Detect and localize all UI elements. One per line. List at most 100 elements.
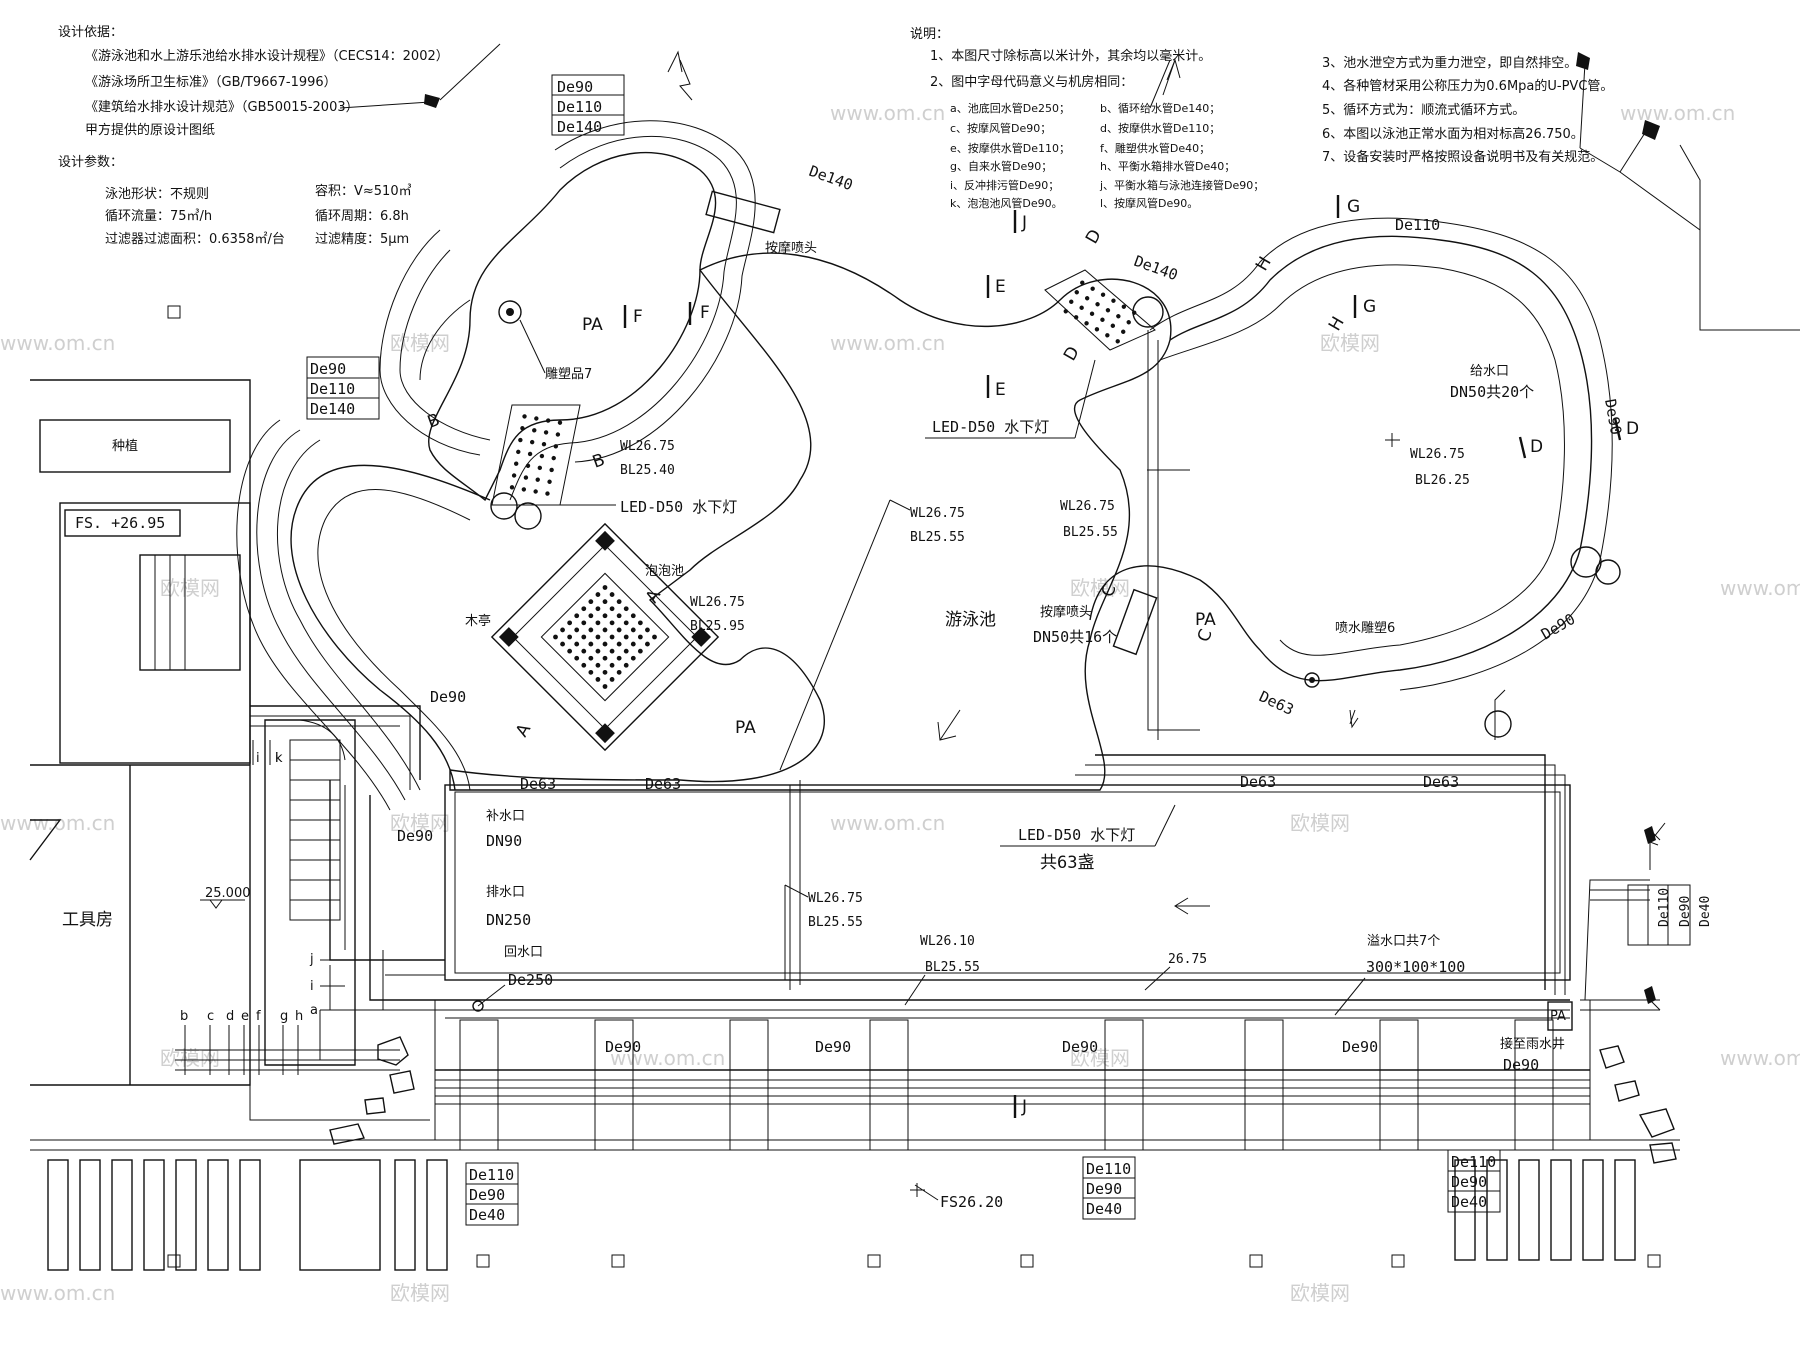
nozzle-dot bbox=[581, 634, 587, 640]
section-mark: H bbox=[1252, 253, 1276, 274]
pipe-label: De90 bbox=[1538, 610, 1578, 644]
nozzle-dot bbox=[609, 648, 615, 654]
nozzle-dot bbox=[1073, 315, 1079, 320]
design-param: 循环流量：75㎥/h bbox=[105, 209, 212, 224]
level-markers bbox=[910, 433, 1400, 1197]
wl-label: WL26.75 bbox=[808, 891, 863, 906]
section-mark: D bbox=[1626, 419, 1639, 439]
nozzle-dot bbox=[567, 620, 573, 626]
nozzle-dot bbox=[509, 485, 515, 490]
fs-level: FS. +26.95 bbox=[75, 514, 165, 532]
water-level: 26.75 bbox=[1168, 952, 1207, 967]
section-mark: E bbox=[995, 380, 1006, 400]
nozzle-dot bbox=[1095, 302, 1100, 307]
nozzle-dot bbox=[588, 655, 594, 661]
left-pool: PA 雕塑品7 bbox=[379, 120, 756, 502]
bl-label: BL25.55 bbox=[808, 915, 863, 930]
note-item: 6、本图以泳池正常水面为相对标高26.750。 bbox=[1322, 126, 1584, 142]
leader-lines bbox=[339, 43, 1800, 331]
legend-item: j、平衡水箱与泳池连接管De90； bbox=[1099, 178, 1264, 192]
pipe-label: De63 bbox=[1256, 687, 1296, 719]
section-mark: J bbox=[1021, 213, 1027, 233]
jet-cluster-2 bbox=[1044, 269, 1156, 351]
pipe-label: De63 bbox=[645, 775, 681, 793]
nozzle-dot bbox=[595, 620, 601, 626]
pipe-label: De90 bbox=[605, 1038, 641, 1056]
notes-title: 说明： bbox=[910, 27, 949, 42]
wl-label: WL26.10 bbox=[920, 934, 975, 949]
led-label: LED-D50 水下灯 bbox=[620, 498, 737, 516]
nozzle-dot bbox=[1126, 320, 1131, 325]
pipe-tag: De90 bbox=[1678, 896, 1693, 927]
nozzle-dot bbox=[1110, 323, 1116, 328]
nozzle-dot bbox=[616, 613, 622, 619]
bl-label: BL25.55 bbox=[925, 960, 980, 975]
fs-ground: FS26.20 bbox=[940, 1193, 1003, 1211]
nozzle-dot bbox=[588, 613, 594, 619]
pipe-label: De90 bbox=[430, 688, 466, 706]
bubble-pool-label: 泡泡池 bbox=[645, 564, 684, 579]
right-pool: PA 喷水雕塑6 bbox=[1089, 217, 1613, 691]
nozzle-dot bbox=[616, 599, 622, 605]
jet-dots bbox=[509, 414, 563, 496]
pipe-tag: De140 bbox=[310, 400, 355, 418]
section-mark: D bbox=[1530, 437, 1543, 457]
pipe-letter: a bbox=[310, 1003, 318, 1018]
nozzle-dot bbox=[595, 648, 601, 654]
pipe-tag: De90 bbox=[1451, 1173, 1487, 1191]
nozzle-dot bbox=[1089, 311, 1095, 316]
nozzle-dot bbox=[1094, 327, 1100, 332]
pipe-label: De140 bbox=[1132, 252, 1181, 284]
legend-item: e、按摩供水管De110； bbox=[950, 141, 1070, 155]
nozzle-dot bbox=[541, 442, 547, 447]
nozzle-dot bbox=[630, 627, 636, 633]
section-mark: D bbox=[1060, 343, 1084, 364]
tool-room-label: 工具房 bbox=[62, 910, 113, 930]
section-mark: A bbox=[642, 586, 665, 606]
design-param: 过滤器过滤面积：0.6358㎡/台 bbox=[105, 232, 285, 247]
nozzle-dot bbox=[574, 655, 580, 661]
watermark-url: www.om.cn bbox=[610, 1046, 725, 1070]
nozzle-dot bbox=[543, 430, 549, 435]
pipe-label: De140 bbox=[807, 162, 856, 194]
watermark-url: www.om.cn bbox=[830, 331, 945, 355]
legend-item: g、自来水管De90； bbox=[950, 159, 1052, 173]
nozzle-dot bbox=[522, 414, 527, 419]
overflow-size: 300*100*100 bbox=[1366, 958, 1465, 976]
nozzle-dot bbox=[547, 479, 552, 484]
pipe-tag: De90 bbox=[310, 360, 346, 378]
nozzle-dot bbox=[581, 648, 587, 654]
massage-jet-label: 按摩喷头 bbox=[1040, 604, 1092, 620]
nozzle-dot bbox=[553, 444, 559, 449]
jet-dots bbox=[1063, 280, 1137, 344]
watermark-url: www.om.cn bbox=[1620, 101, 1735, 125]
bl-label: BL25.55 bbox=[910, 530, 965, 545]
nozzle-dot bbox=[595, 592, 601, 597]
pa-label: PA bbox=[582, 315, 603, 335]
nozzle-dot bbox=[513, 461, 519, 466]
axis-lines bbox=[385, 469, 1190, 980]
massage-jet-count: DN50共16个 bbox=[1033, 628, 1117, 646]
drain-dn: DN250 bbox=[486, 911, 531, 929]
nozzle-dot bbox=[1105, 333, 1110, 338]
nozzle-dot bbox=[623, 648, 629, 654]
pipe-label: De90 bbox=[815, 1038, 851, 1056]
watermark-url: www.om.cn bbox=[0, 331, 115, 355]
pipe-letter: i bbox=[256, 751, 260, 766]
section-mark: D bbox=[1082, 226, 1106, 247]
pipe-label: De90 bbox=[397, 827, 433, 845]
nozzle-dot bbox=[645, 627, 650, 633]
nozzle-dot bbox=[1115, 339, 1120, 344]
supply-inlet-label: 给水口 bbox=[1470, 364, 1509, 379]
pipe-letter: i bbox=[310, 979, 314, 994]
nozzle-dot bbox=[645, 641, 650, 647]
nozzle-dot bbox=[521, 487, 527, 492]
bl-label: BL25.95 bbox=[690, 619, 745, 634]
nozzle-dot bbox=[1121, 329, 1126, 334]
rain-label: 接至雨水井 bbox=[1500, 1036, 1565, 1052]
nozzle-dot bbox=[630, 641, 636, 647]
makeup-dn: DN90 bbox=[486, 832, 522, 850]
nozzle-dot bbox=[1084, 321, 1089, 326]
nozzle-dot bbox=[602, 599, 608, 605]
nozzle-dot bbox=[616, 655, 622, 661]
